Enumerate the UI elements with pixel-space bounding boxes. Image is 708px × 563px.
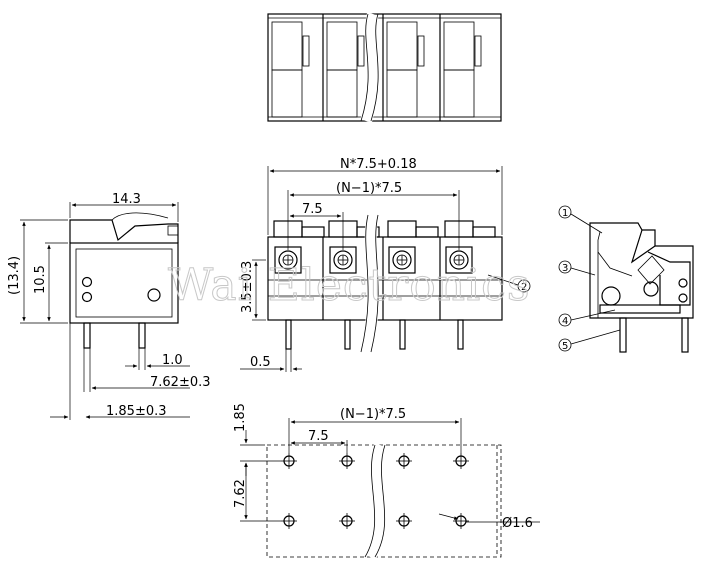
side-view: 14.3 (13.4) 10.5 1.0 7.62±0.3 1.85±0.3 <box>7 192 211 420</box>
front-overall-label: N*7.5+0.18 <box>340 157 417 172</box>
front-height-label: 3.5±0.3 <box>240 261 255 313</box>
footprint-pitch-label: 7.5 <box>308 429 329 444</box>
top-view <box>267 12 502 123</box>
callout-2-group: 2 <box>487 274 531 293</box>
front-view: N*7.5+0.18 (N−1)*7.5 7.5 3.5±0.3 0.5 <box>240 157 503 372</box>
footprint-row-pitch-label: 7.62 <box>233 479 248 508</box>
callout-3: 3 <box>562 263 568 274</box>
side-pin-width-label: 1.0 <box>162 353 183 368</box>
watermark-text: Wai Electronics <box>168 260 530 311</box>
callout-2: 2 <box>521 282 527 293</box>
cross-section-view: 1 3 4 5 <box>558 205 694 353</box>
front-pin-label: 0.5 <box>250 355 271 370</box>
side-width-label: 14.3 <box>112 192 141 207</box>
side-total-height-label: (13.4) <box>7 256 22 295</box>
side-pin-edge-label: 1.85±0.3 <box>106 404 167 419</box>
side-body-height-label: 10.5 <box>33 265 48 294</box>
footprint-hole-label: Ø1.6 <box>502 516 533 531</box>
callout-5: 5 <box>562 341 568 352</box>
callout-4: 4 <box>562 316 568 327</box>
pcb-footprint: (N−1)*7.5 7.5 1.85 7.62 Ø1.6 <box>233 403 540 561</box>
front-pitch-label: 7.5 <box>302 202 323 217</box>
footprint-top-offset-label: 1.85 <box>233 403 248 432</box>
front-span-label: (N−1)*7.5 <box>336 181 402 196</box>
callout-1: 1 <box>562 208 568 219</box>
footprint-span-label: (N−1)*7.5 <box>340 407 406 422</box>
side-pin-offset-label: 7.62±0.3 <box>150 375 211 390</box>
